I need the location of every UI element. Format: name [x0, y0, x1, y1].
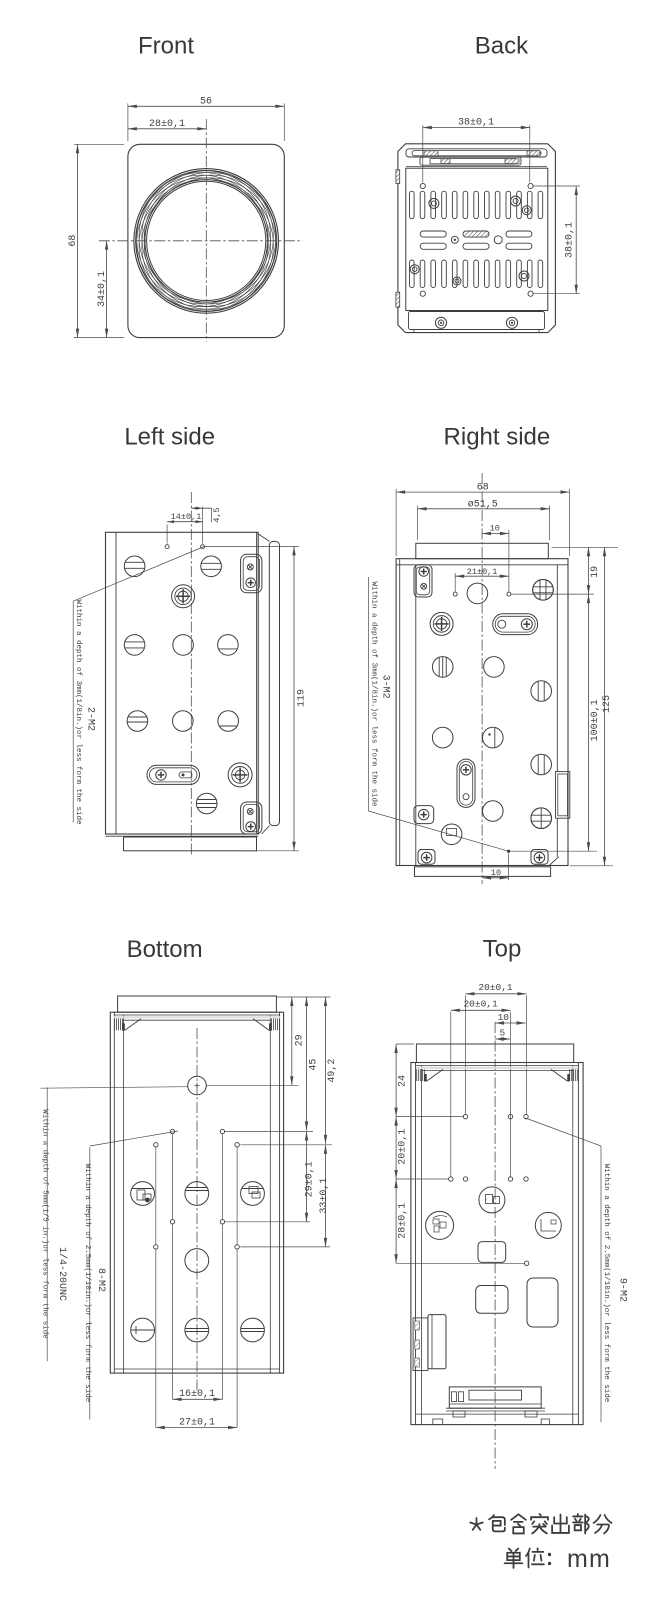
- svg-text:29: 29: [294, 1034, 305, 1046]
- svg-text:19: 19: [590, 566, 601, 578]
- svg-text:Right side: Right side: [444, 424, 551, 451]
- svg-text:20±0,1: 20±0,1: [398, 1129, 409, 1165]
- svg-text:119: 119: [297, 689, 308, 707]
- svg-text:28±0,1: 28±0,1: [149, 119, 185, 130]
- svg-text:34±0,1: 34±0,1: [97, 271, 108, 307]
- svg-text:1/4-20UNC: 1/4-20UNC: [56, 1247, 68, 1301]
- svg-text:Within a depth of 2.5mm(1/10in: Within a depth of 2.5mm(1/10in.)or less …: [602, 1164, 610, 1403]
- svg-text:20±0,1: 20±0,1: [463, 998, 498, 1009]
- svg-text:68: 68: [68, 235, 79, 247]
- svg-text:45: 45: [309, 1059, 320, 1071]
- svg-text:9-M2: 9-M2: [617, 1278, 628, 1302]
- svg-text:100±0,1: 100±0,1: [590, 699, 601, 741]
- svg-text:mm: mm: [567, 1545, 611, 1573]
- svg-text:38±0,1: 38±0,1: [458, 118, 494, 129]
- svg-text:Top: Top: [483, 936, 522, 963]
- svg-text:10: 10: [498, 1012, 510, 1023]
- svg-text:Back: Back: [475, 33, 529, 60]
- svg-text:3-M2: 3-M2: [380, 675, 391, 699]
- svg-text:Within a depth of 2.5mm(1/10in: Within a depth of 2.5mm(1/10in.)or less …: [83, 1164, 91, 1403]
- svg-text:14±0,1: 14±0,1: [171, 512, 202, 522]
- svg-text:8-M2: 8-M2: [95, 1268, 106, 1292]
- svg-text:24: 24: [398, 1075, 409, 1087]
- svg-text:Within a depth of 3mm(1/8in.)o: Within a depth of 3mm(1/8in.)or less for…: [74, 599, 82, 824]
- svg-text:27±0,1: 27±0,1: [179, 1417, 215, 1428]
- svg-text:10: 10: [491, 868, 501, 878]
- svg-text:4,5: 4,5: [212, 507, 222, 522]
- svg-text:29±0,1: 29±0,1: [304, 1161, 315, 1197]
- svg-text:56: 56: [200, 96, 212, 107]
- svg-text:21±0,1: 21±0,1: [467, 567, 498, 577]
- svg-text:Left side: Left side: [124, 424, 215, 451]
- svg-text:33±0,1: 33±0,1: [319, 1178, 330, 1214]
- svg-text:20±0,1: 20±0,1: [478, 982, 513, 993]
- svg-text:Front: Front: [138, 33, 194, 60]
- svg-text:5: 5: [499, 1027, 505, 1038]
- svg-text:49,2: 49,2: [327, 1059, 338, 1083]
- svg-text:16±0,1: 16±0,1: [179, 1389, 215, 1400]
- svg-text:Within a depth of 3mm(1/8in.)o: Within a depth of 3mm(1/8in.)or less for…: [370, 581, 378, 806]
- svg-text:125: 125: [602, 695, 613, 713]
- svg-text:ø51,5: ø51,5: [468, 499, 498, 510]
- svg-text:38±0,1: 38±0,1: [565, 222, 576, 258]
- svg-text:10: 10: [490, 524, 500, 534]
- svg-text:2-M2: 2-M2: [85, 707, 96, 731]
- svg-text:68: 68: [477, 483, 489, 494]
- svg-text:Within a depth of 5mm(1/5 in.): Within a depth of 5mm(1/5 in.)or less fo…: [41, 1109, 49, 1339]
- svg-text:Bottom: Bottom: [127, 936, 203, 963]
- svg-text:28±0,1: 28±0,1: [398, 1203, 409, 1239]
